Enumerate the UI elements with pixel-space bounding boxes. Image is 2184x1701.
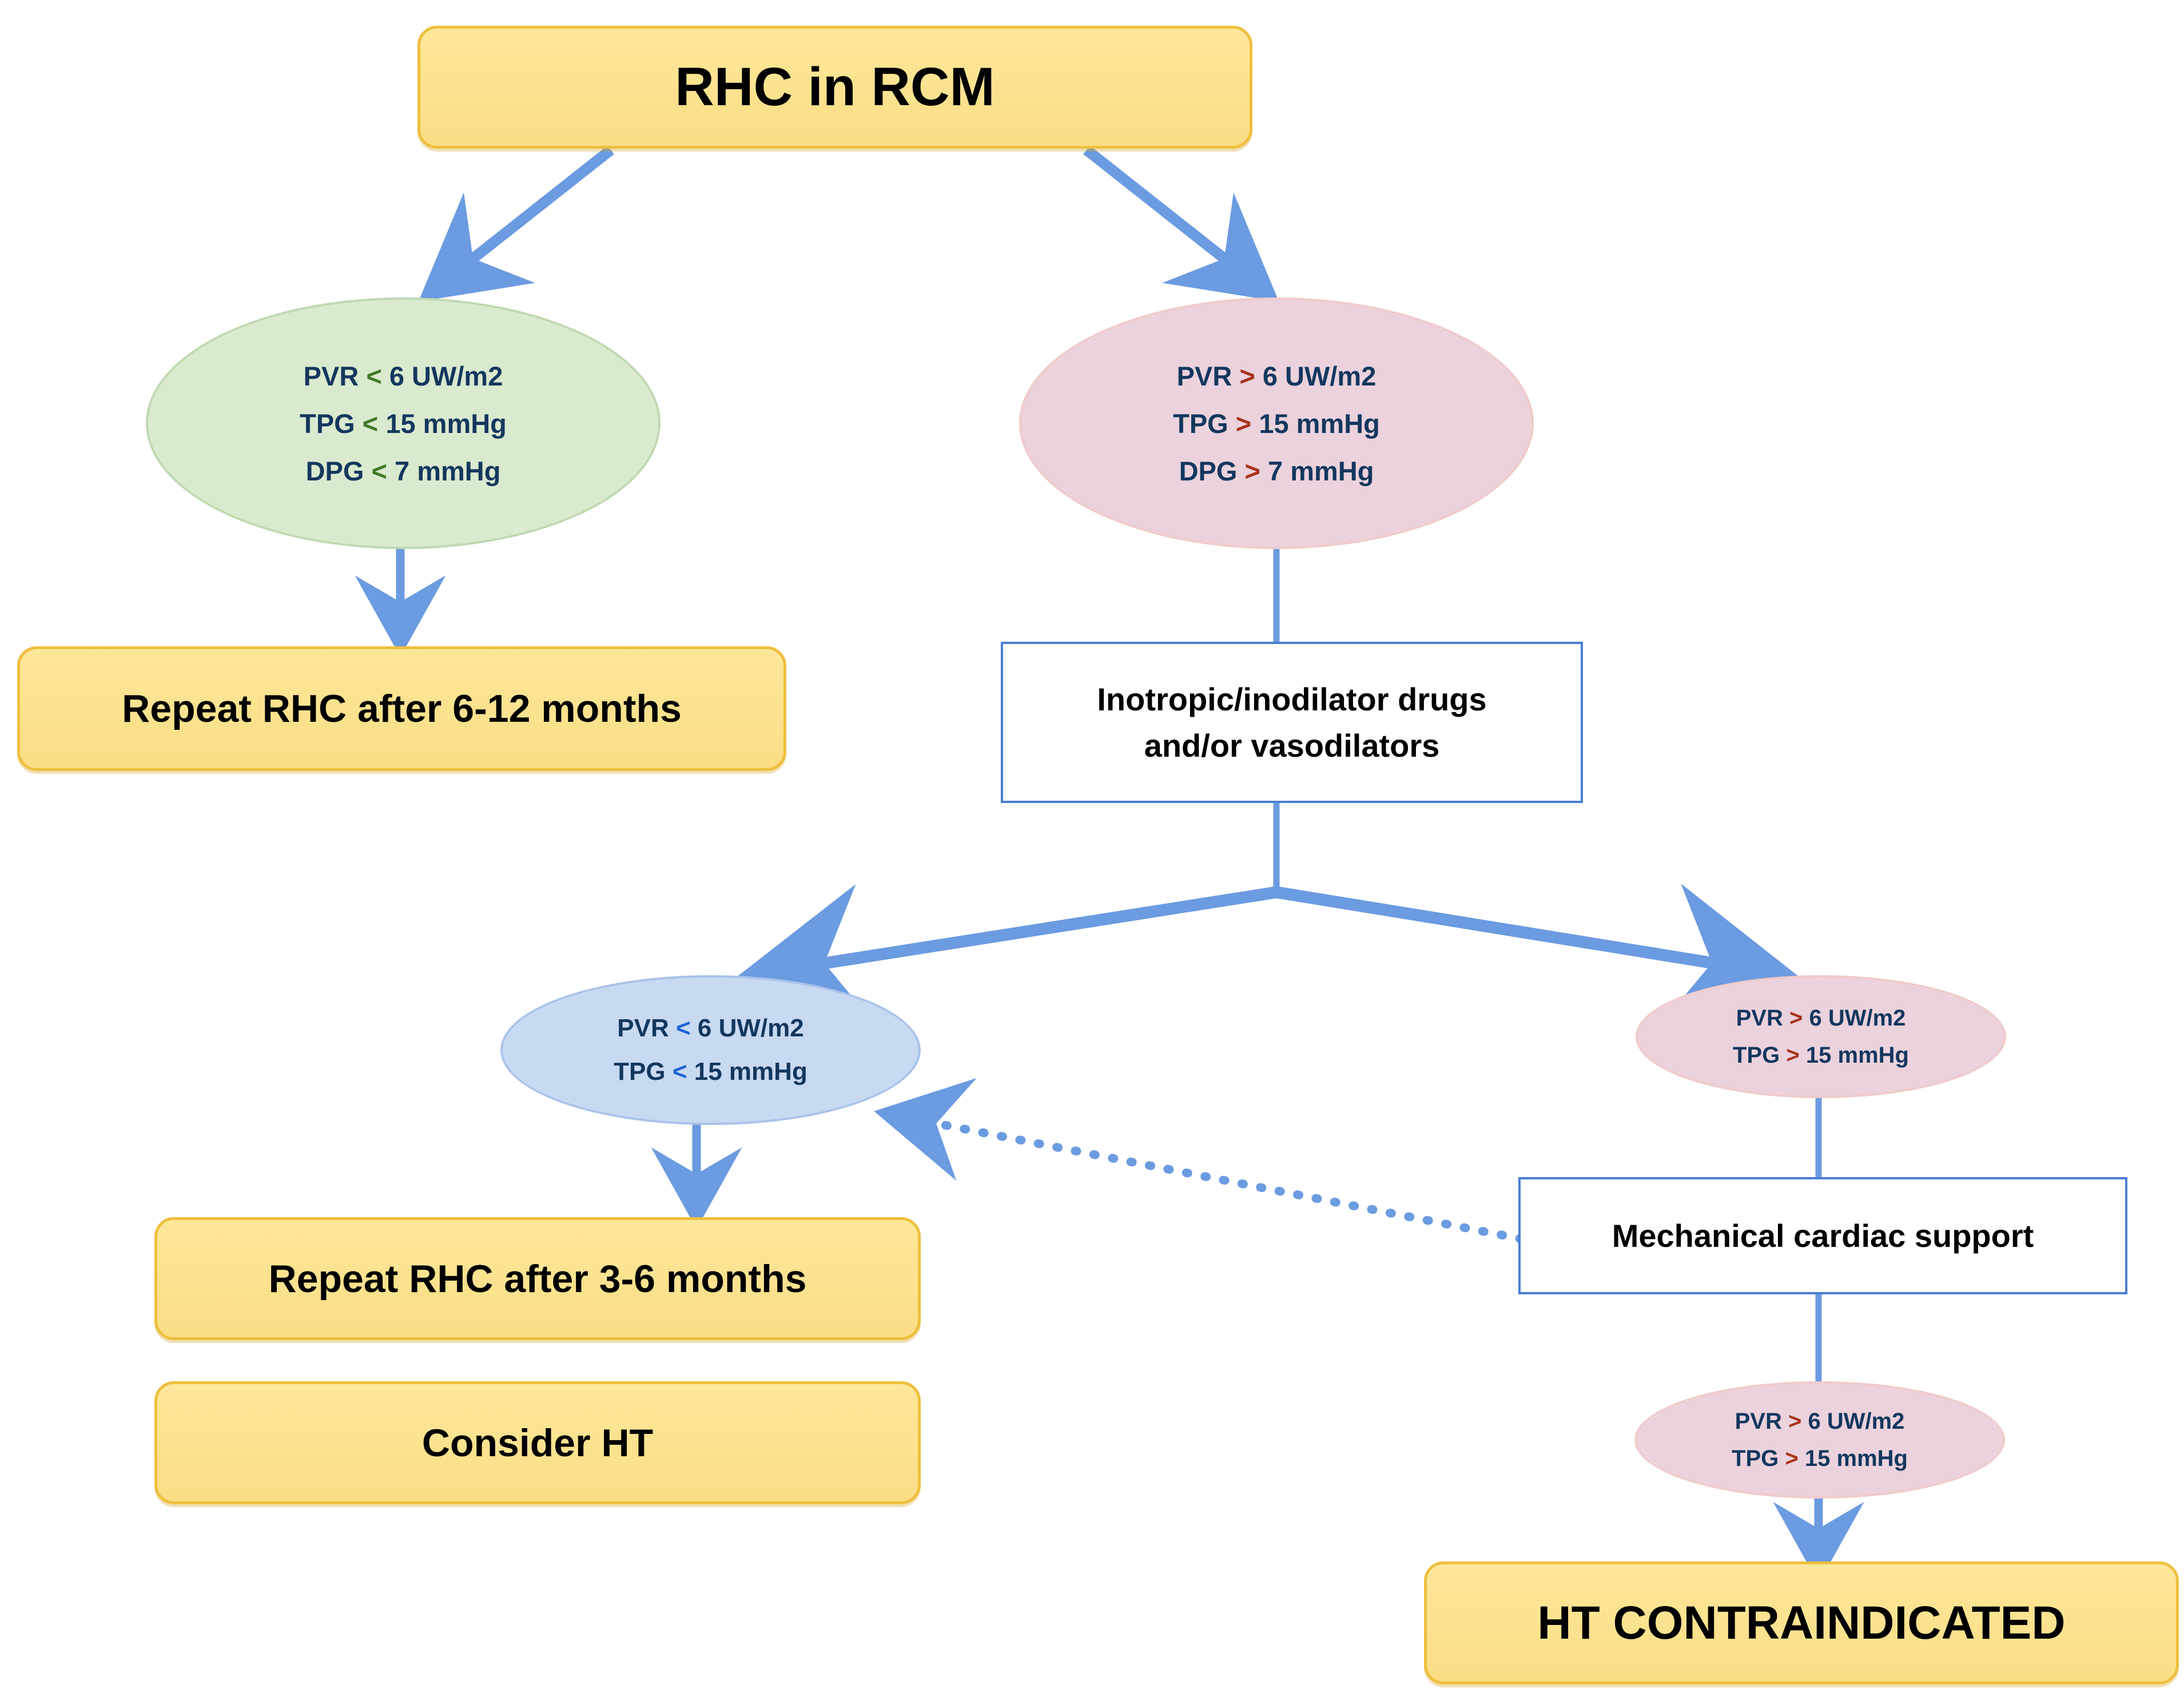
node-blue-criteria-ellipse[interactable]: PVR < 6 UW/m2 TPG < 15 mmHg — [500, 975, 921, 1125]
green-line-2: TPG < 15 mmHg — [300, 408, 507, 439]
operator-greater-than: > — [1244, 455, 1260, 486]
metric-label: PVR — [617, 1014, 669, 1042]
pink-line-2: TPG > 15 mmHg — [1173, 408, 1380, 439]
root-label: RHC in RCM — [675, 57, 995, 117]
green-line-3: DPG < 7 mmHg — [306, 455, 501, 487]
metric-label: PVR — [1176, 360, 1232, 391]
metric-label: PVR — [1736, 1005, 1783, 1031]
pinkbottom-line-1: PVR > 6 UW/m2 — [1735, 1409, 1905, 1434]
metric-value: 7 mmHg — [395, 455, 501, 486]
ht-contraindicated-label: HT CONTRAINDICATED — [1537, 1596, 2066, 1649]
operator-less-than: < — [362, 408, 379, 439]
operator-less-than: < — [675, 1014, 691, 1042]
metric-value: 15 mmHg — [1804, 1445, 1908, 1471]
operator-greater-than: > — [1789, 1005, 1803, 1031]
pinkmid-line-1: PVR > 6 UW/m2 — [1736, 1006, 1906, 1031]
green-line-1: PVR < 6 UW/m2 — [304, 360, 503, 392]
drug-box-line-2: and/or vasodilators — [1144, 728, 1440, 764]
metric-value: 6 UW/m2 — [1808, 1408, 1905, 1434]
metric-value: 15 mmHg — [1805, 1042, 1909, 1068]
metric-label: TPG — [300, 408, 355, 439]
node-root-rhc-in-rcm[interactable]: RHC in RCM — [417, 26, 1252, 149]
metric-label: PVR — [1735, 1408, 1782, 1434]
node-repeat-rhc-3-6-months[interactable]: Repeat RHC after 3-6 months — [154, 1217, 921, 1340]
metric-label: TPG — [1732, 1445, 1779, 1471]
mechanical-support-label: Mechanical cardiac support — [1612, 1218, 2034, 1254]
blue-line-1: PVR < 6 UW/m2 — [617, 1014, 803, 1043]
metric-value: 15 mmHg — [385, 408, 507, 439]
repeat-6-12-label: Repeat RHC after 6-12 months — [122, 687, 682, 730]
drug-box-line-1: Inotropic/inodilator drugs — [1097, 681, 1487, 717]
operator-greater-than: > — [1235, 408, 1252, 439]
metric-label: TPG — [1733, 1042, 1780, 1068]
pinkbottom-line-2: TPG > 15 mmHg — [1732, 1446, 1908, 1472]
operator-greater-than: > — [1786, 1042, 1800, 1068]
metric-value: 6 UW/m2 — [1809, 1005, 1906, 1031]
node-pink-criteria-ellipse-mid[interactable]: PVR > 6 UW/m2 TPG > 15 mmHg — [1636, 975, 2006, 1098]
blue-line-2: TPG < 15 mmHg — [614, 1058, 807, 1086]
operator-greater-than: > — [1239, 360, 1255, 391]
node-mechanical-cardiac-support[interactable]: Mechanical cardiac support — [1518, 1177, 2127, 1294]
edge-split-to-blue — [737, 884, 1278, 1029]
metric-value: 7 mmHg — [1268, 455, 1374, 486]
metric-value: 6 UW/m2 — [1262, 360, 1377, 391]
metric-value: 6 UW/m2 — [389, 360, 503, 391]
edge-dotted-mechanical-to-blue — [874, 1078, 1526, 1243]
metric-label: TPG — [614, 1058, 666, 1086]
operator-less-than: < — [366, 360, 382, 391]
metric-value: 15 mmHg — [694, 1058, 807, 1086]
consider-ht-label: Consider HT — [421, 1421, 654, 1465]
pink-line-1: PVR > 6 UW/m2 — [1177, 360, 1377, 392]
node-repeat-rhc-6-12-months[interactable]: Repeat RHC after 6-12 months — [17, 646, 786, 771]
node-inotropic-inodilator-drugs[interactable]: Inotropic/inodilator drugs and/or vasodi… — [1001, 642, 1583, 803]
repeat-3-6-label: Repeat RHC after 3-6 months — [268, 1257, 807, 1301]
edge-root-to-green — [418, 145, 614, 302]
metric-label: DPG — [1179, 455, 1238, 486]
node-pink-criteria-ellipse[interactable]: PVR > 6 UW/m2 TPG > 15 mmHg DPG > 7 mmHg — [1019, 297, 1534, 549]
node-consider-ht[interactable]: Consider HT — [154, 1381, 921, 1504]
operator-less-than: < — [371, 455, 387, 486]
node-pink-criteria-ellipse-bottom[interactable]: PVR > 6 UW/m2 TPG > 15 mmHg — [1634, 1381, 2005, 1499]
metric-label: PVR — [303, 360, 359, 391]
operator-greater-than: > — [1788, 1408, 1802, 1434]
edge-split-to-pinkmid — [1275, 883, 1800, 1028]
node-green-criteria-ellipse[interactable]: PVR < 6 UW/m2 TPG < 15 mmHg DPG < 7 mmHg — [146, 297, 661, 549]
pink-line-3: DPG > 7 mmHg — [1179, 455, 1374, 487]
metric-label: DPG — [305, 455, 364, 486]
metric-label: TPG — [1173, 408, 1228, 439]
metric-value: 15 mmHg — [1259, 408, 1380, 439]
operator-greater-than: > — [1785, 1445, 1799, 1471]
metric-value: 6 UW/m2 — [697, 1014, 804, 1042]
edge-root-to-pink — [1083, 145, 1279, 302]
node-ht-contraindicated[interactable]: HT CONTRAINDICATED — [1424, 1561, 2179, 1684]
pinkmid-line-2: TPG > 15 mmHg — [1733, 1043, 1909, 1068]
operator-less-than: < — [672, 1058, 687, 1086]
